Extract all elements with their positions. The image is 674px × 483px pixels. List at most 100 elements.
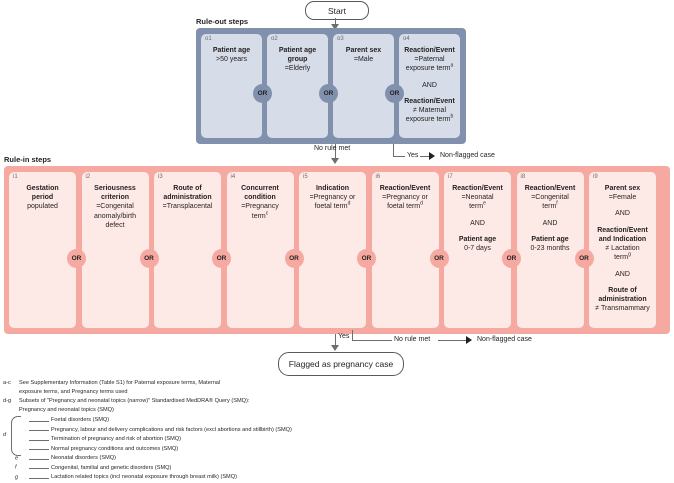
step-line: ≠ Maternal (412, 107, 447, 115)
norule-top-line (335, 144, 336, 160)
step-line: =Pregnancy (241, 203, 279, 211)
or-connector-i3: OR (212, 249, 231, 268)
footnote-marker: f (556, 201, 558, 208)
smq-item-text-1: Pregnancy, labour and delivery complicat… (51, 426, 292, 433)
or-connector-o3: OR (385, 84, 404, 103)
step-line: Reaction/Event (452, 185, 503, 192)
start-to-ruleout-arrow (331, 24, 339, 30)
step-line: =Female (608, 194, 637, 202)
footnote-marker: b (450, 114, 454, 121)
step-line: ≠ Transmammary (595, 305, 650, 313)
step-line-spacer (403, 74, 456, 81)
start-label: Start (328, 5, 346, 16)
step-line: administration (163, 194, 212, 202)
step-line: anomaly/birth (93, 212, 137, 220)
step-body-o3: Parent sex=Male (337, 46, 390, 64)
yes-top-hline2 (420, 156, 430, 157)
step-line: AND (470, 219, 485, 227)
smq-item-1: Pregnancy, labour and delivery complicat… (25, 426, 483, 436)
yes-bottom-label: Yes (338, 333, 350, 340)
smq-item-dash (29, 430, 49, 432)
step-line: AND (422, 81, 437, 89)
smq-item-text-0: Foetal disorders (SMQ) (51, 417, 110, 424)
step-line: Patient age (458, 235, 497, 243)
smq-item-text-5: Congenital, familial and genetic disorde… (51, 464, 172, 471)
step-line-spacer (448, 228, 507, 235)
step-line: =Congenital (531, 194, 569, 202)
start-node: Start (305, 1, 369, 20)
footnote-dg-key: d-g (3, 398, 12, 405)
step-id-i6: i6 (375, 174, 381, 180)
step-line-spacer (593, 263, 652, 270)
step-id-o1: o1 (205, 36, 212, 42)
step-line: =Paternal (414, 56, 445, 64)
or-connector-i7: OR (502, 249, 521, 268)
norule-bottom-hline2 (438, 340, 468, 341)
step-line: Reaction/Event (404, 97, 455, 105)
footnote-marker: a (450, 63, 454, 70)
step-line: Reaction/Event (404, 47, 455, 54)
step-line: Route of (173, 185, 202, 192)
step-line: and Indication (598, 235, 647, 243)
step-line: Reaction/Event (524, 185, 576, 192)
step-line: AND (542, 219, 558, 227)
flagged-label: Flagged as pregnancy case (288, 359, 394, 369)
step-line: Reaction/Event (597, 226, 648, 234)
step-id-i1: i1 (13, 174, 18, 180)
yes-top-hline (393, 156, 405, 157)
nonflagged-bottom-label: Non-flagged case (477, 336, 532, 343)
step-line: Patient age (212, 47, 251, 54)
smq-subset-list: d Foetal disorders (SMQ) Pregnancy, labou… (3, 416, 483, 483)
step-id-i2: i2 (85, 174, 91, 180)
step-line: Patient age (278, 47, 317, 54)
smq-brace (11, 416, 21, 457)
step-id-i5: i5 (303, 174, 308, 180)
footnote-marker: c (265, 210, 269, 217)
step-line: Seriousness (94, 185, 136, 192)
step-line: Parent sex (345, 47, 382, 54)
step-line: termf (542, 201, 558, 211)
footnote-dg-line2: Pregnancy and neonatal topics (SMQ) (19, 407, 114, 414)
step-line: termg (614, 252, 631, 262)
start-to-ruleout-line (335, 18, 336, 26)
step-line: 0-7 days (464, 245, 491, 253)
step-line: criterion (100, 194, 129, 202)
footnote-marker: d (420, 201, 423, 208)
or-connector-o1: OR (253, 84, 272, 103)
step-line: foetal termd (387, 201, 423, 211)
smq-item-dash (29, 439, 49, 441)
no-rule-met-bottom-label: No rule met (394, 336, 431, 343)
step-id-o3: o3 (337, 36, 344, 42)
step-line-spacer (521, 212, 580, 219)
footnote-marker: e (483, 201, 486, 208)
or-connector-i5: OR (357, 249, 376, 268)
step-line: administration (598, 296, 647, 304)
yes-bottom-arrow (331, 345, 339, 351)
step-line: exposure termb (405, 114, 454, 124)
smq-brace-label: d (3, 432, 7, 439)
or-connector-i6: OR (429, 249, 449, 268)
norule-top-arrow (331, 158, 339, 164)
step-line: >50 years (216, 56, 247, 64)
ruleout-section-header: Rule-out steps (196, 17, 249, 26)
